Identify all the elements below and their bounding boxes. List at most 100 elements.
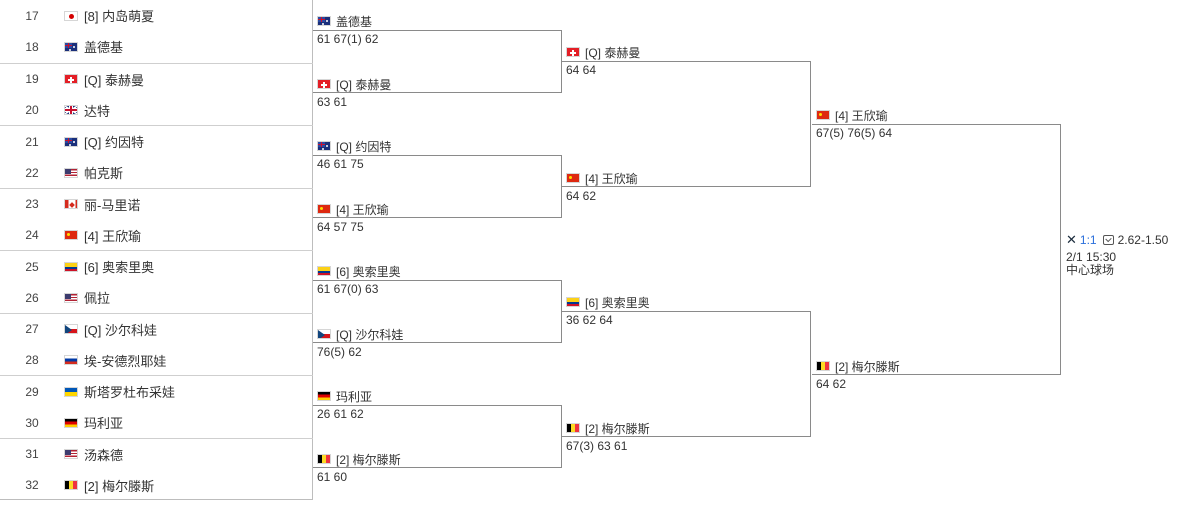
final-header: ✕ 1:1 2.62-1.50	[1066, 232, 1200, 247]
player-name[interactable]: [4] 王欣瑜	[585, 171, 638, 186]
switzerland-flag-icon	[317, 79, 331, 89]
player-name[interactable]: [Q] 约因特	[336, 139, 392, 154]
player-name[interactable]: 帕克斯	[84, 166, 124, 181]
slot-player[interactable]: [2] 梅尔滕斯	[566, 421, 650, 436]
player-name[interactable]: [8] 内岛萌夏	[84, 9, 155, 24]
china-flag-icon	[64, 230, 78, 240]
player-name[interactable]: [Q] 约因特	[84, 135, 144, 150]
head-to-head-link[interactable]: 1:1	[1079, 233, 1097, 247]
seed-entry[interactable]: 32[2] 梅尔滕斯	[0, 470, 313, 501]
player-name[interactable]: 玛利亚	[84, 416, 124, 431]
japan-flag-icon	[64, 10, 78, 21]
slot-player[interactable]: [4] 王欣瑜	[816, 108, 892, 123]
player-name[interactable]: [6] 奥索里奥	[84, 260, 155, 275]
slot-player[interactable]: [Q] 约因特	[317, 139, 392, 154]
slot-player[interactable]: [6] 奥索里奥	[317, 264, 401, 279]
slot-player[interactable]: [4] 王欣瑜	[317, 202, 389, 217]
seed-number: 29	[25, 384, 39, 399]
slot-player[interactable]: [4] 王欣瑜	[566, 171, 638, 186]
player-name[interactable]: 埃-安德烈耶娃	[84, 353, 167, 369]
seed-entry[interactable]: 19[Q] 泰赫曼	[0, 64, 313, 95]
slot-player[interactable]: [Q] 沙尔科娃	[317, 327, 404, 342]
seed-entry[interactable]: 25[6] 奥索里奥	[0, 251, 313, 282]
slot-player[interactable]: [Q] 泰赫曼	[566, 45, 641, 60]
seed-entry[interactable]: 27[Q] 沙尔科娃	[0, 314, 313, 345]
seed-number: 21	[25, 134, 39, 149]
match-score: 76(5) 62	[317, 345, 362, 359]
player-name[interactable]: [6] 奥索里奥	[336, 264, 401, 279]
seed-number: 24	[25, 228, 39, 242]
usa-flag-icon	[64, 292, 78, 303]
player-name[interactable]: 佩拉	[84, 291, 111, 306]
slot-player[interactable]: [2] 梅尔滕斯	[816, 359, 900, 374]
match-time: 2/1 15:30	[1066, 250, 1117, 264]
australia-flag-icon	[317, 16, 331, 26]
match-score: 26 61 62	[317, 407, 364, 421]
slot-player[interactable]: 玛利亚	[317, 389, 373, 404]
player-name[interactable]: [4] 王欣瑜	[336, 202, 389, 217]
slot-player[interactable]: [2] 梅尔滕斯	[317, 452, 401, 467]
player-name[interactable]: [4] 王欣瑜	[835, 108, 888, 123]
versus-icon: ✕	[1066, 232, 1077, 247]
player-name[interactable]: 丽-马里诺	[84, 197, 141, 213]
seed-entry[interactable]: 17[8] 内岛萌夏	[0, 0, 313, 31]
seed-entry[interactable]: 29 斯塔罗杜布采娃	[0, 376, 313, 407]
player-name[interactable]: 达特	[84, 103, 111, 119]
player-name[interactable]: [Q] 泰赫曼	[84, 72, 144, 88]
player-name[interactable]: 汤森德	[84, 447, 124, 463]
odds-icon	[1102, 235, 1114, 245]
player-name[interactable]: 玛利亚	[336, 389, 373, 404]
seed-entry[interactable]: 21 [Q] 约因特	[0, 126, 313, 157]
match-score: 61 67(1) 62	[317, 32, 379, 46]
match-score: 36 62 64	[566, 313, 613, 327]
player-name[interactable]: [Q] 沙尔科娃	[336, 327, 404, 342]
player-name[interactable]: [4] 王欣瑜	[84, 228, 142, 244]
player-name[interactable]: [6] 奥索里奥	[585, 295, 650, 310]
match-score: 64 64	[566, 63, 597, 77]
player-name[interactable]: [2] 梅尔滕斯	[835, 359, 900, 374]
colombia-flag-icon	[566, 297, 580, 307]
australia-flag-icon	[317, 141, 331, 151]
player-name[interactable]: 斯塔罗杜布采娃	[84, 385, 176, 400]
player-name[interactable]: [2] 梅尔滕斯	[336, 452, 401, 467]
match-court: 中心球场	[1066, 263, 1115, 277]
player-name[interactable]: [Q] 泰赫曼	[336, 77, 392, 92]
seed-entry[interactable]: 20 达特	[0, 95, 313, 126]
player-name[interactable]: 盖德基	[84, 40, 124, 55]
china-flag-icon	[317, 204, 331, 214]
match-slot-bottom: [Q] 沙尔科娃 76(5) 62	[317, 327, 404, 359]
player-name[interactable]: [Q] 沙尔科娃	[84, 322, 157, 338]
usa-flag-icon	[64, 167, 78, 178]
player-name[interactable]: [Q] 泰赫曼	[585, 45, 641, 60]
seed-entry[interactable]: 24 [4] 王欣瑜	[0, 220, 313, 251]
slot-player[interactable]: [6] 奥索里奥	[566, 295, 650, 310]
australia-flag-icon	[64, 41, 78, 52]
belgium-flag-icon	[816, 361, 830, 371]
player-name[interactable]: 盖德基	[336, 14, 373, 29]
player-name[interactable]: [2] 梅尔滕斯	[585, 421, 650, 436]
player-name[interactable]: [2] 梅尔滕斯	[84, 478, 155, 494]
slot-player[interactable]: [Q] 泰赫曼	[317, 77, 392, 92]
final-match-info[interactable]: ✕ 1:1 2.62-1.50 2/1 15:30 中心球场	[1066, 232, 1200, 277]
slot-player[interactable]: 盖德基	[317, 14, 378, 29]
seed-number: 20	[25, 103, 39, 117]
